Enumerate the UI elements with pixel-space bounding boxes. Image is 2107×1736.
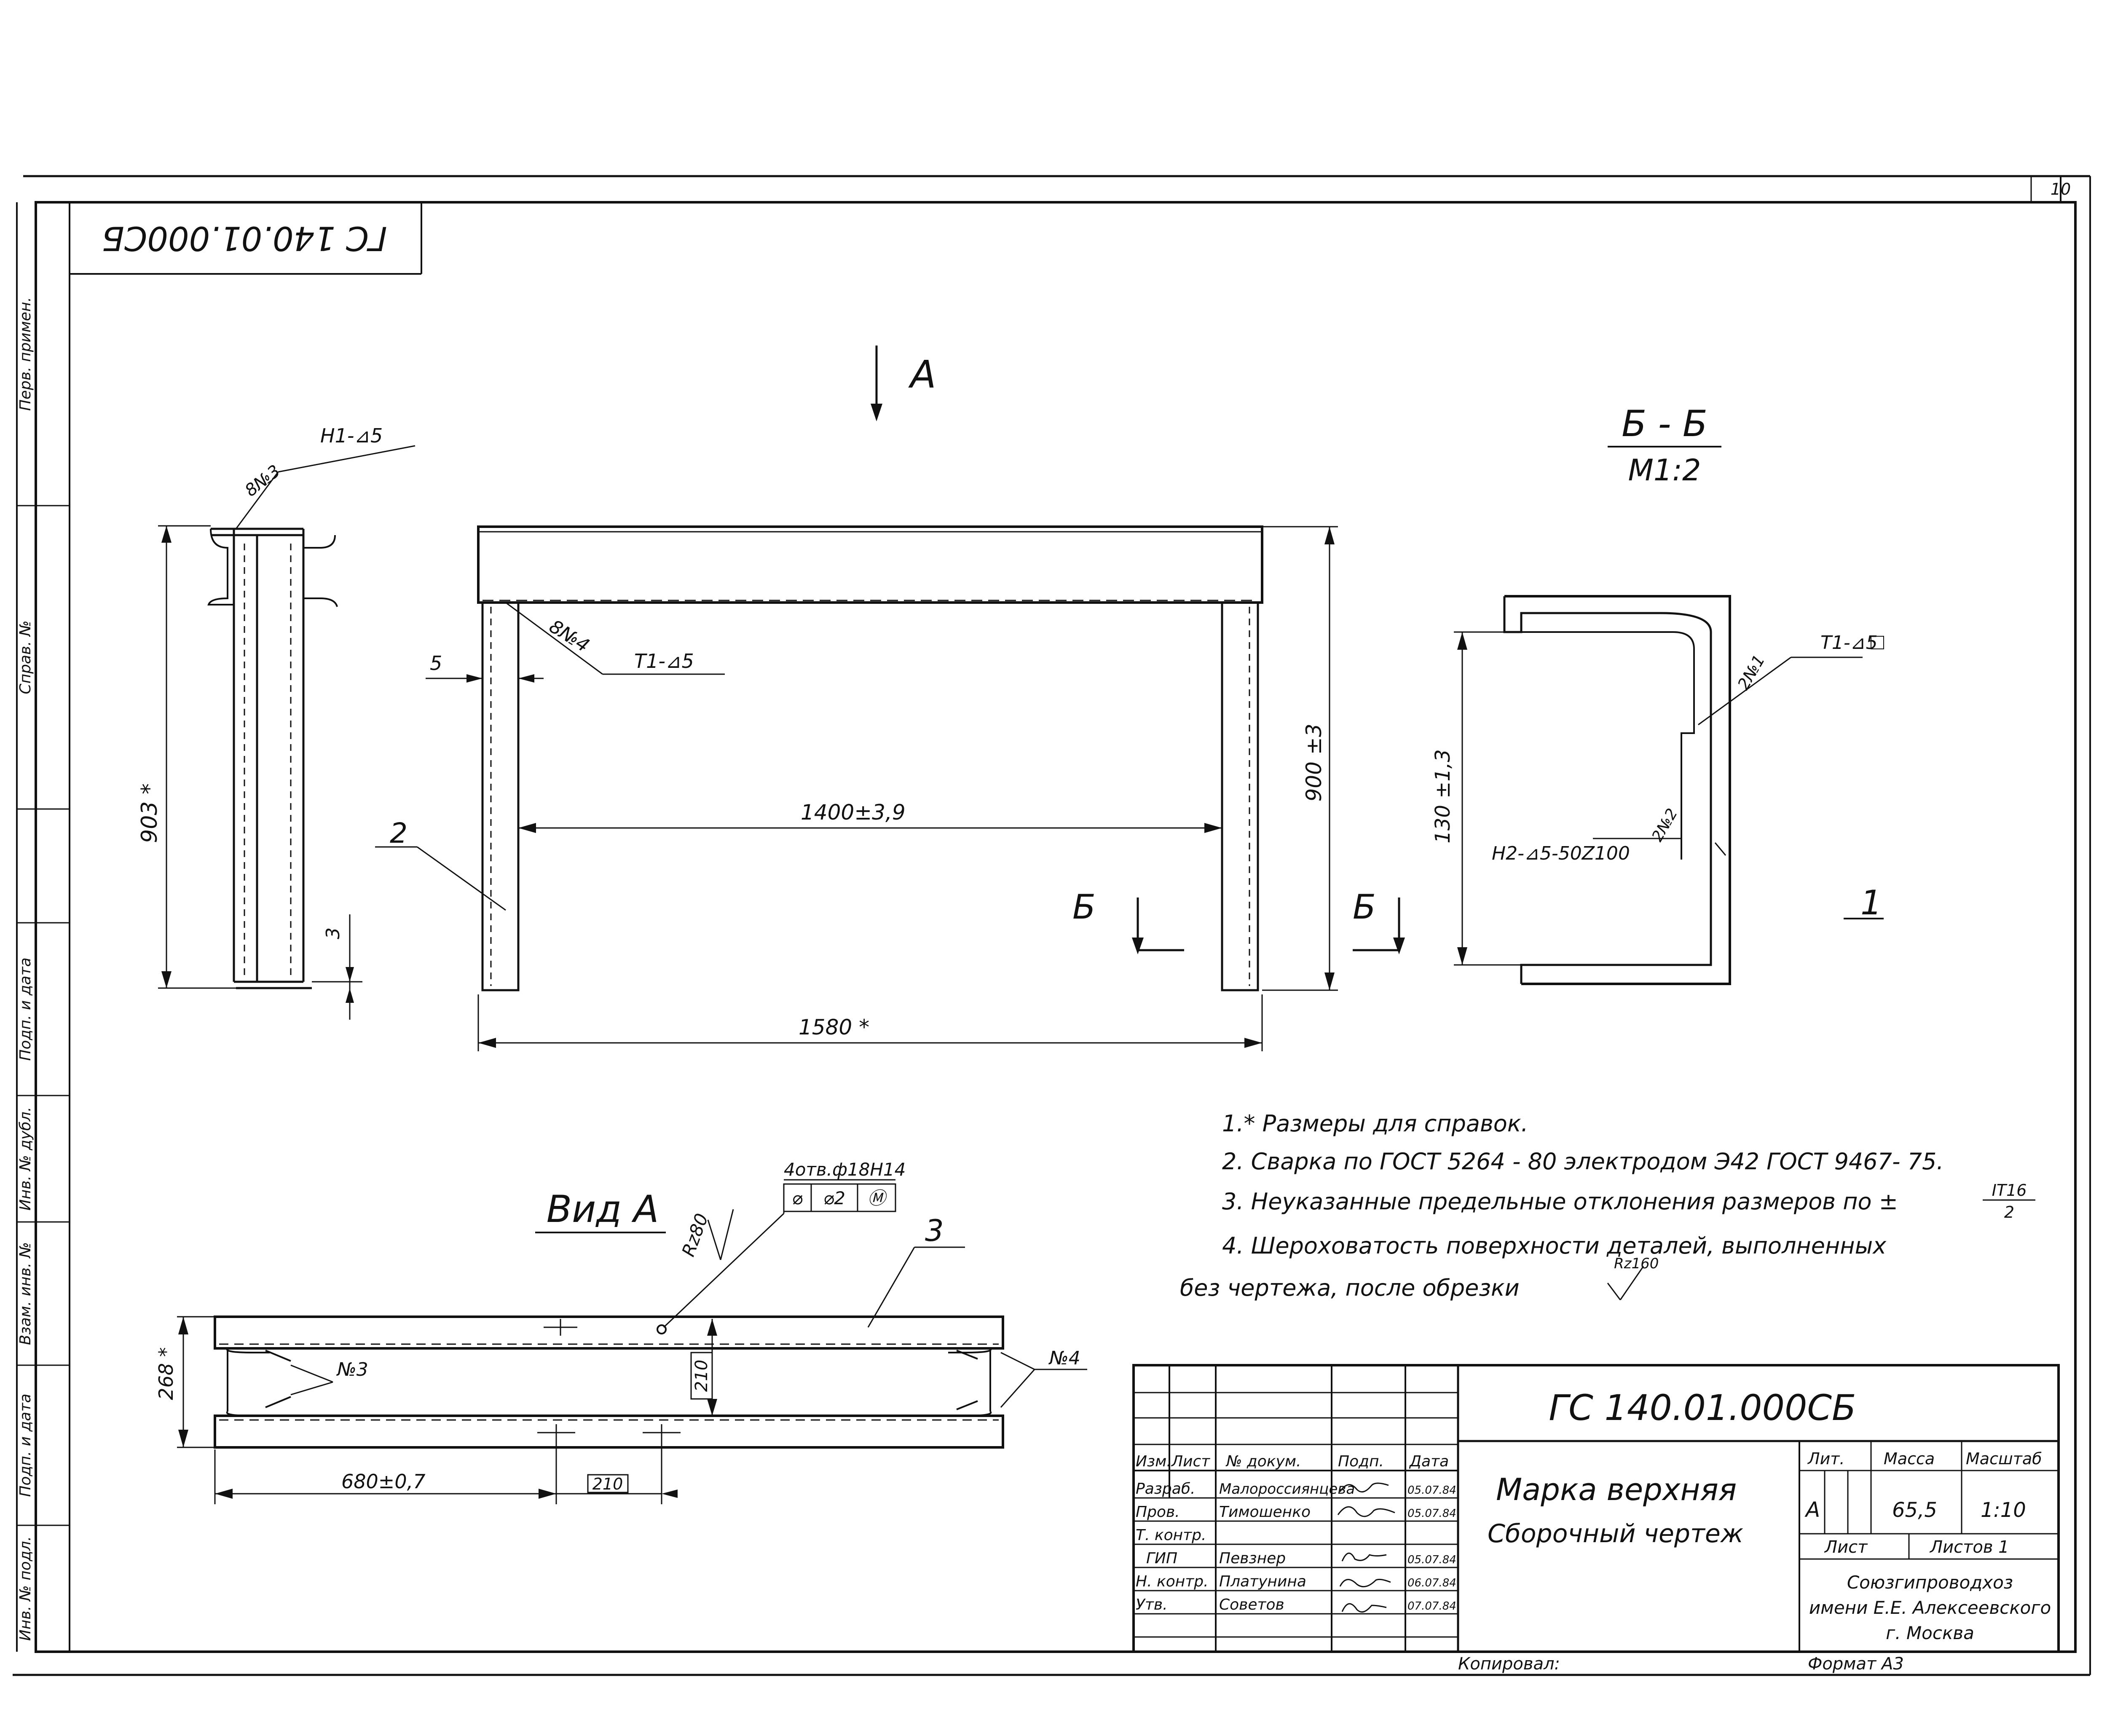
- date-approver: 07.07.84: [1407, 1600, 1456, 1613]
- position-1-label: 1: [1860, 883, 1882, 922]
- role-developer: Разраб.: [1136, 1480, 1195, 1498]
- tolerance-cell-2: ⌀2: [823, 1188, 845, 1208]
- organization-line-2: имени Е.Е. Алексеевского: [1809, 1597, 2051, 1618]
- copied-by-label: Копировал:: [1458, 1654, 1560, 1674]
- sheet-frame: [13, 175, 2091, 1676]
- organization-line-3: г. Москва: [1886, 1623, 1974, 1643]
- dim-1580: 1580 *: [799, 1015, 869, 1039]
- dim-1400: 1400±3,9: [801, 800, 906, 825]
- role-tech-control: Т. контр.: [1136, 1527, 1206, 1544]
- sheet-label: Лист: [1824, 1538, 1868, 1557]
- view-a-arrow-label: А: [908, 353, 936, 397]
- date-chief-engineer: 05.07.84: [1407, 1554, 1456, 1566]
- date-developer: 05.07.84: [1407, 1484, 1456, 1497]
- date-norm-control: 06.07.84: [1407, 1577, 1456, 1589]
- front-weld-label: T1-⊿5: [634, 650, 694, 672]
- name-checker: Тимошенко: [1219, 1503, 1311, 1521]
- name-approver: Советов: [1219, 1596, 1284, 1613]
- stamp-sign-date-1: Подп. и дата: [17, 957, 34, 1061]
- date-checker: 05.07.84: [1407, 1507, 1456, 1520]
- sheets-count-label: Листов 1: [1929, 1538, 2009, 1557]
- note-4-line-1: 4. Шероховатость поверхности деталей, вы…: [1222, 1232, 1887, 1259]
- mirrored-drawing-code: ГС 140.01.000СБ: [102, 219, 387, 257]
- tolerance-cell-1: ⌀: [792, 1188, 802, 1208]
- name-norm-control: Платунина: [1219, 1573, 1306, 1590]
- dim-903: 903 *: [137, 783, 162, 843]
- note-2: 2. Сварка по ГОСТ 5264 - 80 электродом Э…: [1222, 1148, 1944, 1175]
- dim-900: 900 ±3: [1302, 723, 1326, 801]
- header-sheet: Лист: [1171, 1453, 1210, 1470]
- dim-3: 3: [322, 927, 344, 939]
- front-weld-seam-label: 8№4: [545, 616, 593, 656]
- position-2-label: 2: [390, 817, 407, 849]
- name-developer: Малороссиянцева: [1219, 1481, 1355, 1498]
- role-chief-engineer: ГИП: [1146, 1550, 1177, 1567]
- section-weld-top-label: T1-⊿5: [1820, 632, 1878, 654]
- dim-680: 680±0,7: [341, 1470, 426, 1493]
- dim-130: 130 ±1,3: [1431, 749, 1455, 843]
- stamp-reference-no: Справ. №: [17, 620, 34, 694]
- side-stamp-column: [16, 202, 70, 1652]
- note-4-roughness: Rz160: [1614, 1255, 1659, 1272]
- role-norm-control: Н. контр.: [1136, 1573, 1209, 1590]
- view-a: [177, 1179, 1087, 1504]
- title-block-name-line-1: Марка верхняя: [1496, 1472, 1737, 1507]
- note-1: 1.* Размеры для справок.: [1222, 1110, 1528, 1137]
- weld-4-label: №4: [1048, 1348, 1080, 1369]
- scale-value: 1:10: [1981, 1498, 2026, 1522]
- side-profile-view: [158, 445, 416, 1020]
- signatures: [1337, 1482, 1395, 1613]
- title-block-name-line-2: Сборочный чертеж: [1488, 1519, 1743, 1548]
- stamp-sign-date-2: Подп. и дата: [17, 1393, 34, 1497]
- holes-callout: 4отв.ф18Н14: [784, 1159, 906, 1180]
- letter-label: Лит.: [1807, 1449, 1845, 1468]
- role-checker: Пров.: [1136, 1503, 1180, 1521]
- note-3-fraction-top: IT16: [1992, 1181, 2027, 1200]
- cut-mark-left: Б: [1072, 887, 1096, 927]
- section-bb: [1454, 446, 1884, 985]
- scale-label: Масштаб: [1966, 1449, 2042, 1468]
- cut-mark-right: Б: [1353, 887, 1376, 927]
- stamp-dup-inv-no: Инв. № дубл.: [17, 1107, 34, 1211]
- note-3: 3. Неуказанные предельные отклонения раз…: [1222, 1188, 1898, 1215]
- format-label: Формат А3: [1808, 1654, 1904, 1674]
- mass-label: Масса: [1884, 1449, 1935, 1468]
- organization-line-1: Союзгипроводхоз: [1847, 1572, 2013, 1593]
- weld-3-label: №3: [336, 1359, 368, 1380]
- dim-210-vertical: 210: [692, 1360, 711, 1392]
- note-4-line-2: без чертежа, после обрезки: [1180, 1275, 1520, 1301]
- dim-210-horizontal: 210: [592, 1475, 623, 1493]
- side-weld-seam-label: 8№3: [241, 461, 284, 501]
- tolerance-cell-3: Ⓜ: [868, 1188, 888, 1208]
- section-weld-top-seam: 2№1: [1734, 651, 1769, 693]
- view-a-title: Вид А: [547, 1187, 659, 1231]
- title-block-drawing-code: ГС 140.01.000СБ: [1549, 1387, 1856, 1428]
- letter-value: А: [1804, 1498, 1820, 1522]
- role-approver: Утв.: [1136, 1596, 1168, 1613]
- note-3-fraction-bottom: 2: [2004, 1203, 2014, 1222]
- title-block-grid: [1132, 1364, 2060, 1653]
- position-3-label: 3: [925, 1214, 944, 1248]
- stamp-first-use: Перв. примен.: [17, 297, 34, 411]
- section-weld-bottom-label: H2-⊿5-50Z100: [1492, 843, 1630, 864]
- technical-notes: [1607, 1199, 2035, 1300]
- roughness-label: Rz80: [678, 1211, 712, 1259]
- mirrored-code-box: [70, 202, 422, 275]
- header-signature: Подп.: [1338, 1453, 1384, 1470]
- stamp-replaced-inv-no: Взам. инв. №: [17, 1242, 34, 1345]
- front-view: [375, 346, 1405, 1051]
- header-document-no: № докум.: [1225, 1453, 1301, 1470]
- side-weld-label: H1-⊿5: [320, 424, 383, 447]
- mass-value: 65,5: [1892, 1498, 1937, 1522]
- section-bb-scale: М1:2: [1628, 453, 1701, 488]
- header-date: Дата: [1409, 1453, 1449, 1470]
- dim-268: 268 *: [155, 1347, 177, 1400]
- dim-5: 5: [430, 652, 442, 675]
- section-bb-title: Б - Б: [1622, 403, 1708, 445]
- header-change: Изм.: [1136, 1453, 1171, 1470]
- sheet-number: 10: [2051, 180, 2071, 198]
- stamp-original-inv-no: Инв. № подл.: [17, 1536, 34, 1641]
- name-chief-engineer: Певзнер: [1219, 1550, 1286, 1567]
